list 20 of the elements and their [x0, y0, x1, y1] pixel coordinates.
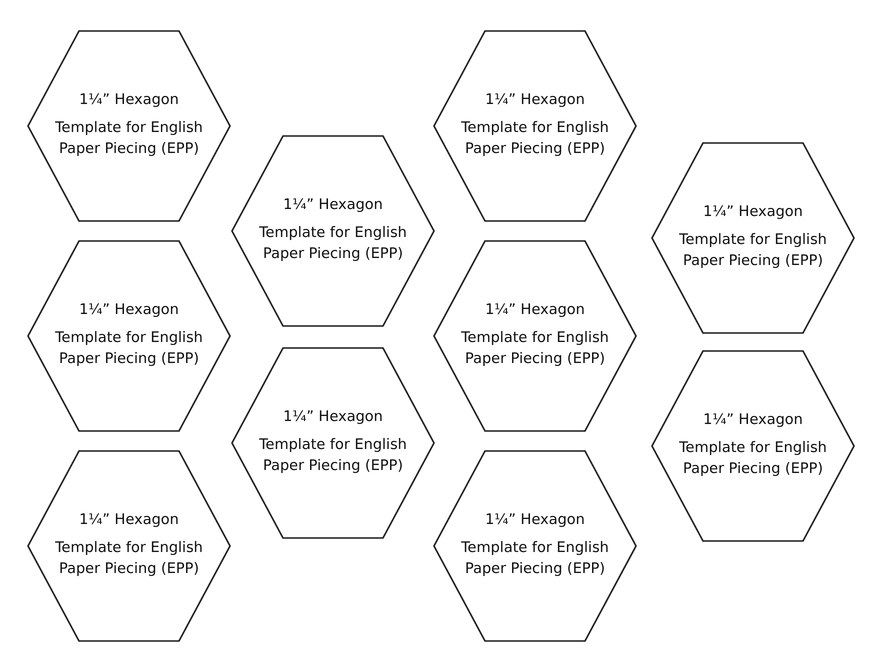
template-description: Template for English Paper Piecing (EPP) [678, 230, 828, 271]
template-size-label: 1¼” Hexagon [79, 302, 179, 318]
template-description: Template for English Paper Piecing (EPP) [54, 328, 204, 369]
template-description: Template for English Paper Piecing (EPP) [258, 436, 408, 476]
template-size-label: 1¼” Hexagon [703, 204, 803, 220]
template-description: Template for English Paper Piecing (EPP) [54, 538, 204, 579]
template-description: Template for English Paper Piecing (EPP) [258, 224, 408, 264]
template-size-label: 1¼” Hexagon [79, 512, 179, 528]
template-size-label: 1¼” Hexagon [703, 412, 803, 428]
template-size-label: 1¼” Hexagon [283, 196, 383, 213]
template-description: Template for English Paper Piecing (EPP) [678, 438, 828, 479]
template-size-label: 1¼” Hexagon [283, 408, 383, 425]
template-description: Template for English Paper Piecing (EPP) [460, 118, 610, 159]
template-description: Template for English Paper Piecing (EPP) [460, 328, 610, 369]
template-description: Template for English Paper Piecing (EPP) [54, 118, 204, 159]
template-size-label: 1¼” Hexagon [485, 302, 585, 318]
template-size-label: 1¼” Hexagon [485, 512, 585, 528]
template-size-label: 1¼” Hexagon [79, 92, 179, 108]
template-size-label: 1¼” Hexagon [485, 92, 585, 108]
template-description: Template for English Paper Piecing (EPP) [460, 538, 610, 579]
